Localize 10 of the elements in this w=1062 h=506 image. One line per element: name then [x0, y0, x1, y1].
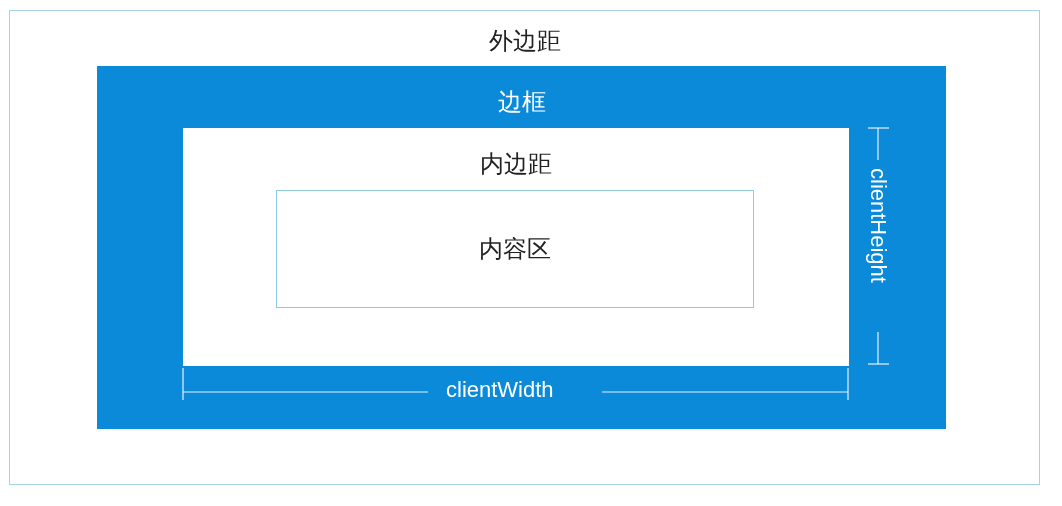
content-area	[276, 190, 754, 308]
margin-area	[9, 10, 1040, 485]
box-label: 边框	[497, 87, 546, 118]
border-area	[97, 66, 946, 429]
padding-area	[183, 128, 849, 366]
box-label: 内容区	[479, 234, 551, 265]
dimension-label: clientWidth	[446, 377, 554, 403]
dimension-label: clientHeight	[865, 168, 891, 283]
box-label: 内边距	[480, 149, 552, 180]
box-label: 外边距	[488, 26, 561, 57]
